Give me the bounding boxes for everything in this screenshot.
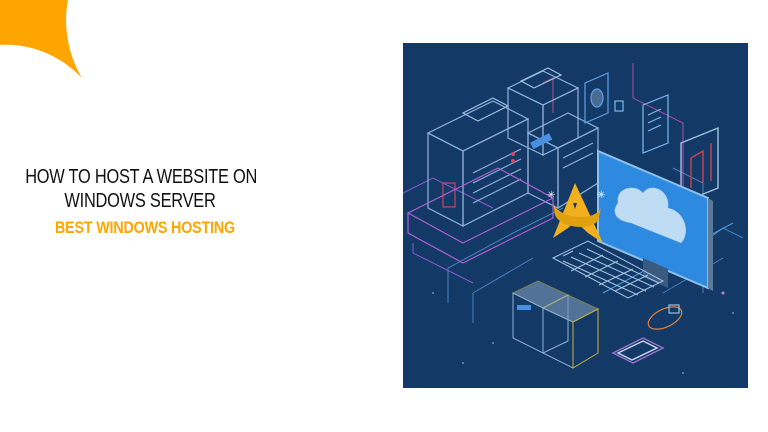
- mouse-icon: [647, 304, 683, 330]
- svg-text:✳: ✳: [597, 190, 605, 201]
- page-subtitle: BEST WINDOWS HOSTING: [55, 218, 235, 237]
- title-block: HOW TO HOST A WEBSITE ON WINDOWS SERVER …: [0, 165, 280, 238]
- mini-server-icon: [511, 280, 600, 369]
- crown-logo-icon: ✳ ✳: [547, 183, 605, 243]
- platform-icon: [406, 167, 555, 264]
- corner-decoration-shape: [0, 0, 82, 78]
- svg-text:✳: ✳: [547, 190, 555, 201]
- monitor-cloud-icon: [597, 149, 713, 291]
- phone-icon: [611, 337, 665, 364]
- server-illustration: ✳ ✳: [403, 43, 748, 388]
- fingerprint-panel-icon: [584, 72, 624, 124]
- keyboard-icon: [551, 240, 665, 299]
- page-title-line-1: HOW TO HOST A WEBSITE ON: [25, 166, 258, 188]
- chart-panel-icon: [680, 126, 719, 205]
- document-panel-icon: [642, 94, 669, 154]
- page-title-line-2: WINDOWS SERVER: [64, 190, 216, 212]
